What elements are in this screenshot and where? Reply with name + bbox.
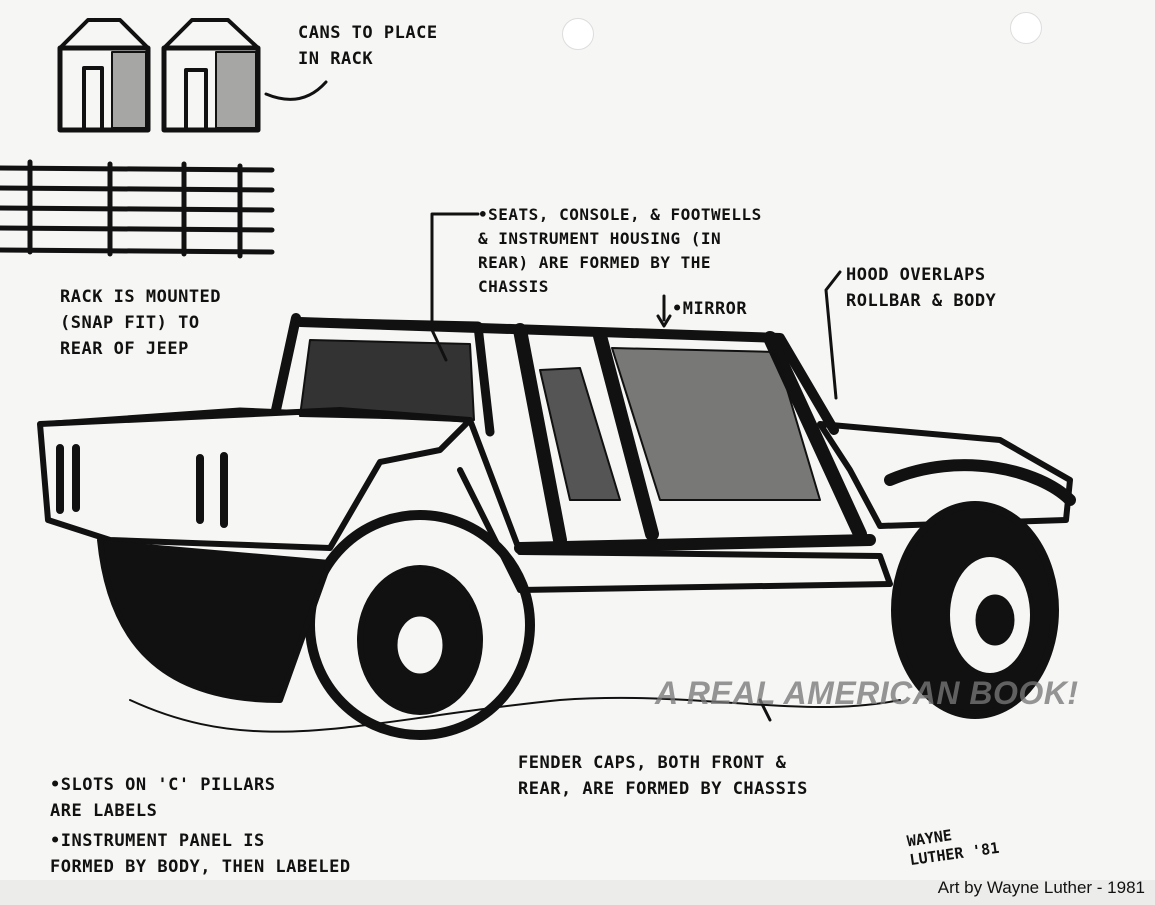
can-sketch [161, 18, 261, 133]
binder-hole [1010, 12, 1042, 44]
art-credit: Art by Wayne Luther - 1981 [937, 878, 1145, 897]
rear-left-wheel-sketch [97, 537, 333, 703]
note-mirror: •MIRROR [672, 299, 748, 319]
watermark-text: A REAL AMERICAN BOOK! [655, 675, 1079, 711]
front-wheel-sketch [891, 501, 1059, 719]
rear-wheel-sketch [305, 510, 535, 740]
rack-sketch [0, 159, 275, 259]
binder-hole [562, 18, 594, 50]
note-fender: FENDER CAPS, BOTH FRONT &REAR, ARE FORME… [518, 753, 808, 799]
note-seats: •SEATS, CONSOLE, & FOOTWELLS& INSTRUMENT… [478, 205, 762, 296]
jeep-sketch [0, 18, 1076, 740]
can-sketch [57, 18, 151, 133]
footer-bar [0, 880, 1155, 905]
